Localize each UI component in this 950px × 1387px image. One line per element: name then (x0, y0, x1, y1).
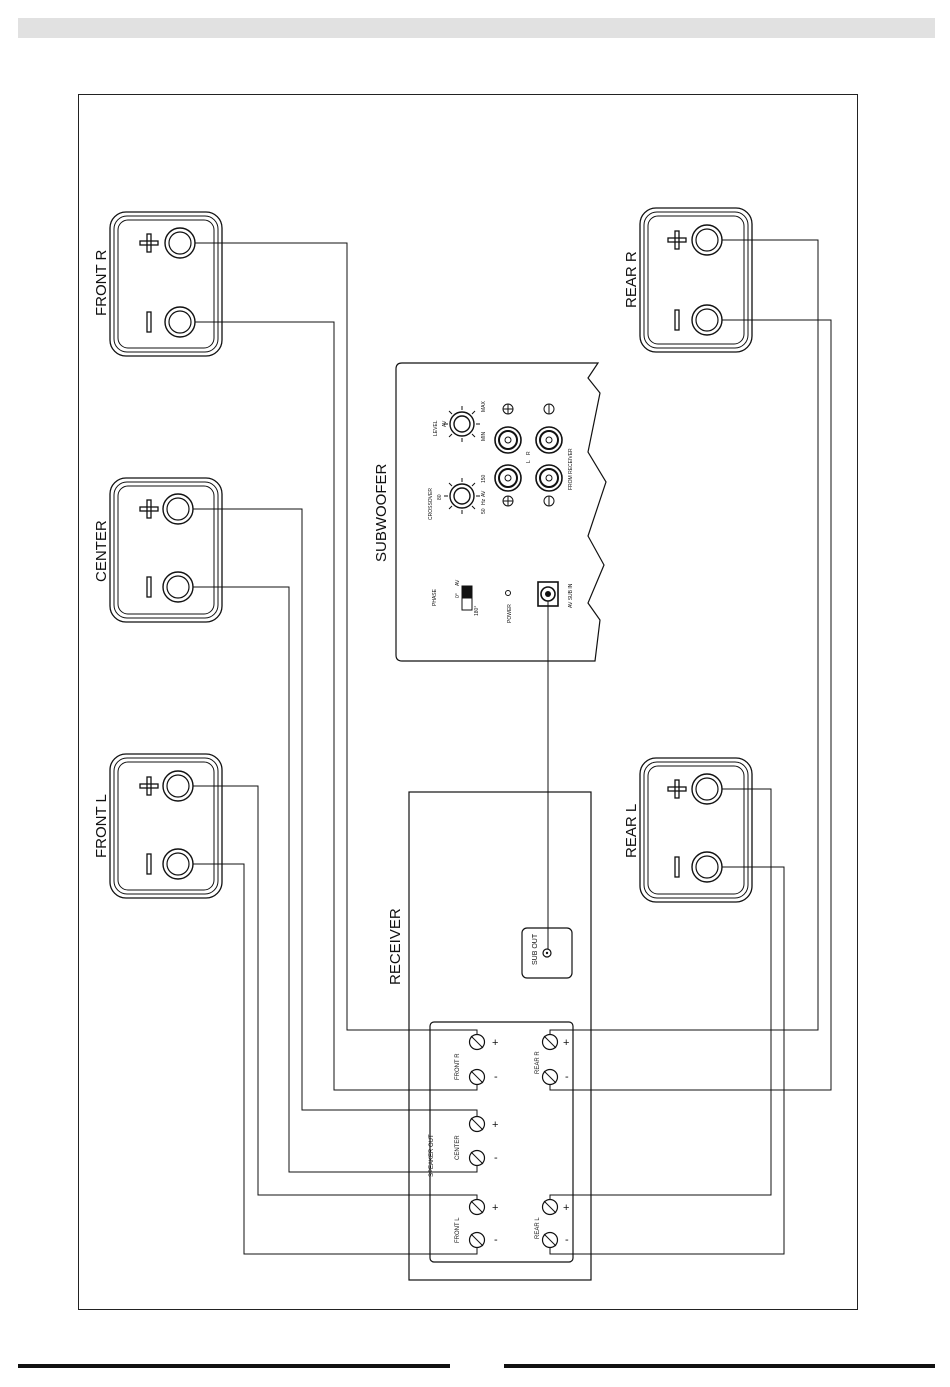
speaker-out-block (430, 1022, 573, 1262)
rca-jack-l-top (495, 465, 521, 491)
sign-plus: + (563, 1202, 569, 1214)
speaker-label-rear-l: REAR L (623, 804, 640, 858)
wire-rear-r-plus (550, 240, 818, 1034)
crossover-knob (444, 478, 480, 514)
minus-icon (544, 404, 554, 414)
wire-front-r-plus (195, 243, 477, 1034)
phase-label: PHASE (432, 588, 438, 606)
plus-icon (668, 780, 686, 798)
plus-terminal (165, 228, 195, 258)
sign-plus: + (492, 1037, 498, 1049)
speaker-rear-r: REAR R (623, 208, 752, 352)
rx-front-r-label: FRONT R (455, 1053, 461, 1080)
sub-out-jack (522, 928, 572, 978)
av-sub-in-label: AV SUB IN (568, 583, 574, 608)
level-max-label: MAX (481, 401, 487, 413)
speaker-rear-l: REAR L (623, 758, 752, 902)
rca-jack-r-bottom (536, 427, 562, 453)
from-receiver-label: FROM RECEIVER (568, 448, 574, 490)
sign-plus: + (563, 1037, 569, 1049)
level-knob (444, 406, 480, 442)
sign-minus: - (494, 1152, 498, 1164)
plus-icon (140, 500, 158, 518)
crossover-50-label: 50 (481, 508, 487, 514)
power-led-icon (506, 591, 511, 596)
crossover-150-label: 150 (481, 474, 487, 483)
speaker-out-label: SPEAKER OUT (429, 1134, 435, 1177)
speaker-label-rear-r: REAR R (623, 251, 640, 308)
subwoofer-title: SUBWOOFER (373, 463, 390, 562)
level-av-label: AV (442, 420, 448, 427)
plus-icon (503, 404, 513, 414)
crossover-80-label: 80 (437, 494, 443, 500)
receiver-panel: RECEIVER SUB OUT SPEAKER OUT FRONT R CEN… (387, 792, 591, 1280)
minus-terminal (163, 849, 193, 879)
sign-minus: - (494, 1071, 498, 1083)
plus-icon (140, 234, 158, 252)
phase-switch (462, 586, 472, 610)
minus-terminal (692, 852, 722, 882)
wire-rear-l-plus (550, 789, 771, 1199)
rca-jack-r-top (495, 427, 521, 453)
phase-av-label: AV (455, 579, 461, 586)
sign-minus: - (494, 1234, 498, 1246)
minus-icon (147, 577, 151, 597)
minus-icon (675, 857, 679, 877)
speaker-front-l: FRONT L (93, 754, 222, 898)
rx-rear-r-label: REAR R (535, 1051, 541, 1074)
plus-icon (503, 496, 513, 506)
rca-r-label: R (526, 451, 532, 455)
sign-plus: + (492, 1202, 498, 1214)
crossover-label: CROSSOVER (428, 488, 434, 520)
plus-terminal (163, 771, 193, 801)
speaker-label-front-l: FRONT L (93, 794, 110, 858)
receiver-title: RECEIVER (387, 908, 404, 985)
wire-rear-r-minus (550, 320, 831, 1090)
speaker-front-r: FRONT R (93, 212, 222, 356)
speaker-label-front-r: FRONT R (93, 249, 110, 316)
wire-rear-l-minus (550, 867, 784, 1254)
crossover-hz-label: Hz (481, 498, 487, 505)
plus-terminal (692, 774, 722, 804)
minus-terminal (165, 307, 195, 337)
speaker-label-center: CENTER (93, 520, 110, 582)
speaker-center: CENTER (93, 478, 222, 622)
minus-icon (147, 854, 151, 874)
wires (193, 240, 831, 1254)
rca-l-label: L (526, 460, 532, 463)
plus-terminal (163, 494, 193, 524)
sign-minus: - (565, 1071, 569, 1083)
phase-180-label: 180° (474, 606, 480, 616)
rx-rear-l-label: REAR L (535, 1217, 541, 1239)
sign-minus: - (565, 1234, 569, 1246)
plus-icon (140, 777, 158, 795)
level-min-label: MIN (481, 431, 487, 441)
minus-icon (544, 496, 554, 506)
minus-icon (147, 312, 151, 332)
sign-plus: + (492, 1119, 498, 1131)
rx-center-label: CENTER (455, 1135, 461, 1160)
wire-front-r-minus (195, 322, 477, 1090)
rx-front-l-label: FRONT L (455, 1217, 461, 1243)
minus-icon (675, 310, 679, 330)
plus-icon (668, 231, 686, 249)
level-label: LEVEL (433, 420, 439, 436)
wire-center-minus (193, 587, 477, 1172)
subwoofer-panel: SUBWOOFER LEVEL AV MAX MIN (373, 363, 606, 661)
phase-0-label: 0° (455, 593, 461, 598)
sub-out-label: SUB OUT (532, 933, 539, 965)
plus-terminal (692, 225, 722, 255)
minus-terminal (163, 572, 193, 602)
minus-terminal (692, 305, 722, 335)
crossover-av-label: AV (481, 490, 487, 497)
rca-jack-l-bottom (536, 465, 562, 491)
power-label: POWER (507, 604, 513, 623)
